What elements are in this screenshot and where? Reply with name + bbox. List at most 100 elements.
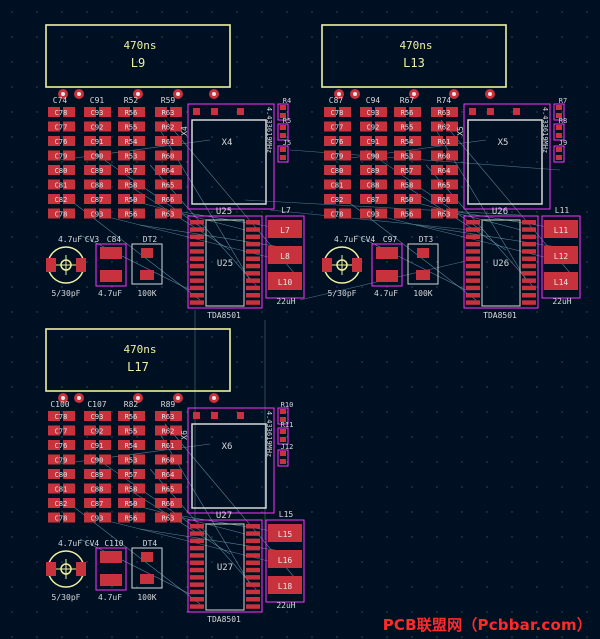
pad-3-3-b (446, 150, 458, 161)
pad-label-3-0: C79 (331, 153, 344, 161)
pad-label-3-0: C79 (55, 153, 68, 161)
pad-0-3-b (446, 107, 458, 117)
pad-label-2-3: R61 (162, 442, 175, 450)
ic-pin-right-3 (522, 241, 536, 247)
pad-label-2-0: C76 (331, 138, 344, 146)
pad-label-1-3: R62 (162, 124, 175, 132)
inductor-ref: L9 (131, 56, 145, 70)
coil-value: 22uH (276, 601, 295, 610)
ic-pin-right-0 (522, 220, 536, 225)
pad-2-3-a (155, 440, 167, 450)
ic-pin-right-6 (246, 567, 260, 573)
pad-0-2-a (394, 107, 406, 117)
inductor-ref: L13 (403, 56, 425, 70)
pad-7-2-a (118, 512, 130, 523)
ic-pin-right-9 (246, 589, 260, 595)
pad-2-0-a (48, 136, 60, 146)
small-part-outline-2 (277, 449, 289, 467)
small-part-pad-b-0 (556, 113, 562, 118)
pad-4-0-b (63, 165, 75, 175)
pad-1-3-a (155, 425, 167, 436)
pad-label-3-1: C90 (367, 153, 380, 161)
pad-0-0-a (48, 107, 60, 117)
pad-6-3-a (155, 194, 167, 204)
pad-2-1-b (99, 136, 111, 146)
small-part-pad-a-1 (280, 125, 286, 130)
pad-7-2-b (133, 512, 145, 523)
small-part-ref-2: J5 (283, 139, 291, 147)
pad-1-1-b (375, 121, 387, 132)
inductor-drill-0 (61, 92, 65, 96)
coil-ref-0: L11 (555, 206, 570, 215)
lower-label-1: CV3 (85, 235, 100, 244)
ic-pin-right-10 (246, 293, 260, 298)
pad-6-2-a (394, 194, 406, 204)
ic-ref-body: U26 (493, 259, 509, 269)
trimmer-pad-b (76, 258, 86, 272)
pad-label-7-1: C93 (91, 211, 104, 219)
pad-label-0-2: R56 (401, 109, 414, 117)
pad-5-3-a (155, 179, 167, 190)
small-part-outline-1 (277, 123, 289, 141)
lower-label-2: C84 (107, 235, 122, 244)
pad-3-3-a (155, 150, 167, 161)
pad-4-3-b (170, 469, 182, 479)
pad-3-3-a (431, 150, 443, 161)
lower-label-0: 4.7uF (58, 539, 82, 548)
pad-label-1-0: C77 (331, 124, 344, 132)
ic-pin-left-10 (466, 293, 480, 298)
pad-label-2-1: C91 (91, 138, 104, 146)
pad-0-0-a (324, 107, 336, 117)
pad-5-1-b (375, 179, 387, 190)
column-ref-3: R74 (437, 96, 452, 105)
ic-pin-right-7 (246, 271, 260, 276)
pot-pad-a (141, 552, 153, 562)
coil-pad-2 (544, 272, 578, 290)
pad-label-7-0: C78 (55, 211, 68, 219)
pad-label-4-0: C80 (331, 167, 344, 175)
ratsnest-m3-9 (129, 503, 246, 535)
small-part-ref-1: R5 (283, 117, 291, 125)
pad-label-6-1: C87 (91, 500, 104, 508)
ic-pin-right-5 (246, 560, 260, 565)
ic-pin-right-8 (522, 278, 536, 283)
pad-label-3-3: R60 (162, 153, 175, 161)
ic-pin-right-4 (522, 249, 536, 254)
pad-label-6-1: C87 (367, 196, 380, 204)
ic-pin-right-9 (522, 285, 536, 291)
pad-7-0-b (63, 208, 75, 219)
small-part-pad-a-2 (280, 147, 286, 152)
pad-label-7-0: C78 (331, 211, 344, 219)
pad-0-3-a (155, 107, 167, 117)
pad-label-4-1: C89 (367, 167, 380, 175)
pad-7-3-b (170, 512, 182, 523)
pad-0-3-b (170, 107, 182, 117)
pad-0-1-a (84, 107, 96, 117)
lower-label-2: C110 (104, 539, 123, 548)
pad-label-6-1: C87 (91, 196, 104, 204)
pad-2-1-a (84, 136, 96, 146)
pad-5-1-a (360, 179, 372, 190)
pad-1-3-a (431, 121, 443, 132)
inductor-drill-2 (136, 92, 140, 96)
pad-6-1-a (360, 194, 372, 204)
small-part-ref-1: R8 (559, 117, 567, 125)
pad-4-0-b (339, 165, 351, 175)
ic-pin-right-7 (522, 271, 536, 276)
pad-3-2-a (118, 454, 130, 465)
pad-label-5-2: R58 (125, 182, 138, 190)
crystal-freq: 4.433619MHz (265, 411, 273, 457)
pad-label-5-0: C81 (55, 486, 68, 494)
small-part-outline-0 (277, 103, 289, 121)
pad-label-6-3: R66 (162, 196, 175, 204)
pad-7-2-a (394, 208, 406, 219)
pad-label-4-1: C89 (91, 471, 104, 479)
pad-label-5-3: R65 (162, 182, 175, 190)
pad-3-2-b (409, 150, 421, 161)
crystal-courtyard (187, 407, 275, 514)
pad-1-2-a (118, 425, 130, 436)
pad-7-2-a (118, 208, 130, 219)
trimmer-pad-b (352, 258, 362, 272)
